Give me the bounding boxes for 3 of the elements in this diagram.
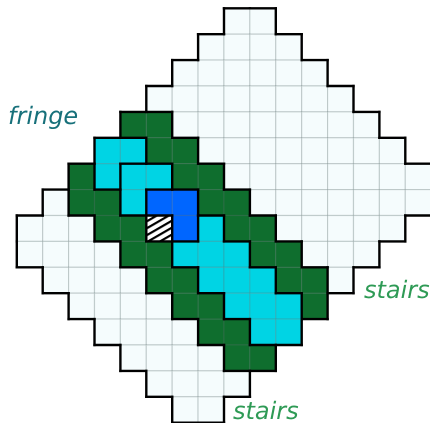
region-label: stairs	[233, 397, 299, 423]
region-label: stairs	[364, 276, 430, 304]
region-label: fringe	[8, 102, 78, 130]
